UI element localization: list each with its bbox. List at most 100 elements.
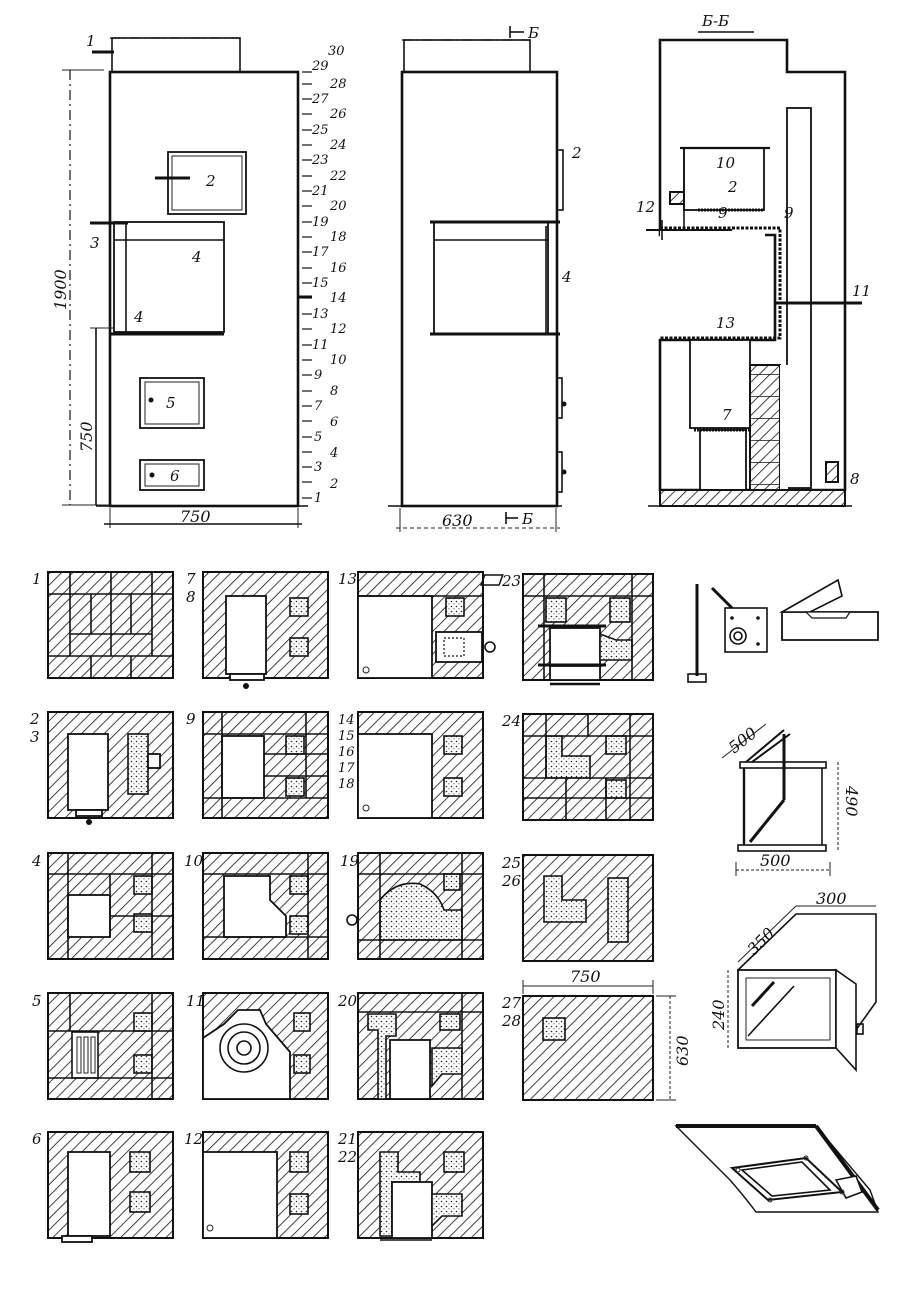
plan-label: 6: [32, 1130, 42, 1148]
svg-text:2: 2: [571, 144, 582, 162]
plan-label: 28: [501, 1012, 521, 1030]
svg-text:22: 22: [329, 169, 347, 184]
course-numbers: 1 2 3 4 5 6 7 8 9 10 11 12 13 14 15 16 1…: [302, 44, 347, 506]
svg-text:10: 10: [716, 154, 736, 172]
plan-label: 8: [186, 588, 196, 606]
frame-bottom-dimension: 500: [760, 851, 791, 870]
svg-text:5: 5: [314, 430, 322, 445]
frame-height-dimension: 490: [842, 785, 861, 817]
svg-text:3: 3: [90, 234, 100, 252]
plan-course-2-3: [47, 711, 174, 825]
svg-text:9: 9: [314, 368, 322, 383]
svg-text:29: 29: [311, 59, 329, 74]
svg-text:3: 3: [314, 460, 322, 475]
plan-label: 5: [32, 992, 42, 1010]
svg-text:Б: Б: [527, 24, 539, 42]
svg-text:6: 6: [330, 415, 338, 430]
plan-course-4: [47, 852, 174, 960]
svg-text:9: 9: [784, 204, 794, 222]
plan-label: 13: [338, 570, 357, 588]
svg-text:8: 8: [850, 470, 860, 488]
svg-text:Б: Б: [521, 510, 533, 528]
plan-label: 21: [337, 1130, 357, 1148]
detail-damper-plate: [674, 1124, 880, 1213]
detail-bracket-and-plate: [479, 574, 768, 683]
svg-text:24: 24: [329, 138, 347, 153]
plan-course-11: [202, 992, 329, 1100]
svg-text:Б-Б: Б-Б: [701, 12, 729, 30]
svg-text:2: 2: [727, 178, 738, 196]
plan-course-6: [47, 1131, 174, 1243]
svg-text:1900: 1900: [51, 269, 70, 310]
svg-text:4: 4: [561, 268, 572, 286]
plan-label: 23: [501, 572, 521, 590]
plan-label: 16: [338, 745, 355, 760]
svg-text:2: 2: [329, 477, 338, 492]
plan-label: 9: [186, 710, 196, 728]
svg-text:21: 21: [311, 184, 329, 199]
plan-27-depth-dimension: 630: [673, 1035, 692, 1066]
svg-text:15: 15: [312, 276, 329, 291]
svg-text:4: 4: [329, 446, 338, 461]
plan-label: 7: [186, 570, 196, 588]
plan-label: 11: [186, 992, 205, 1010]
svg-text:7: 7: [722, 406, 732, 424]
svg-text:10: 10: [330, 353, 347, 368]
plan-label: 24: [501, 712, 521, 730]
plan-label: 1: [32, 570, 42, 588]
svg-text:26: 26: [329, 107, 347, 122]
plan-label: 15: [338, 729, 355, 744]
side-view: [388, 39, 567, 508]
svg-text:11: 11: [852, 282, 871, 300]
plan-label: 27: [501, 994, 522, 1012]
svg-text:4: 4: [133, 308, 144, 326]
detail-damper-box: [778, 578, 879, 641]
front-dimensions: 1900 750 750: [51, 69, 302, 528]
svg-text:11: 11: [312, 338, 329, 353]
plan-label: 18: [338, 777, 355, 792]
plan-course-25-26: [522, 854, 654, 962]
svg-text:28: 28: [329, 77, 347, 92]
svg-text:18: 18: [330, 230, 347, 245]
plan-course-12: [202, 1131, 329, 1239]
plan-course-27-28: [522, 980, 676, 1101]
svg-text:1: 1: [314, 491, 322, 506]
plan-course-23: [522, 573, 654, 686]
svg-text:14: 14: [330, 291, 347, 306]
plan-label: 10: [184, 852, 204, 870]
plan-label: 20: [337, 992, 358, 1010]
svg-text:5: 5: [166, 394, 176, 412]
plan-course-19: [346, 852, 484, 960]
section-view-labels: 10 2 12 9 9 11 13 7 8: [636, 154, 871, 488]
plan-course-9: [202, 711, 329, 819]
plan-label: 14: [338, 713, 355, 728]
section-view: Б-Б: [646, 12, 862, 507]
svg-text:7: 7: [314, 399, 323, 414]
plan-label: 4: [31, 852, 42, 870]
svg-text:6: 6: [170, 467, 180, 485]
svg-text:19: 19: [312, 215, 329, 230]
plan-course-5: [47, 992, 174, 1100]
svg-text:30: 30: [328, 44, 345, 59]
svg-text:12: 12: [636, 198, 655, 216]
box-height-dimension: 240: [709, 999, 728, 1031]
plan-label: 12: [184, 1130, 203, 1148]
svg-text:16: 16: [330, 261, 347, 276]
svg-text:630: 630: [442, 511, 473, 530]
plan-course-1: [47, 571, 174, 679]
plan-27-width-dimension: 750: [570, 967, 601, 986]
plan-label: 22: [337, 1148, 357, 1166]
front-view: [90, 37, 312, 508]
svg-text:13: 13: [716, 314, 735, 332]
plan-label: 26: [501, 872, 522, 890]
plan-label: 25: [501, 854, 521, 872]
box-width-dimension: 300: [816, 889, 847, 908]
svg-text:25: 25: [311, 123, 329, 138]
svg-text:1: 1: [86, 32, 96, 50]
svg-text:20: 20: [329, 199, 347, 214]
svg-text:23: 23: [311, 153, 329, 168]
svg-text:9: 9: [718, 204, 728, 222]
svg-text:750: 750: [77, 421, 96, 452]
plan-label: 3: [30, 728, 40, 746]
